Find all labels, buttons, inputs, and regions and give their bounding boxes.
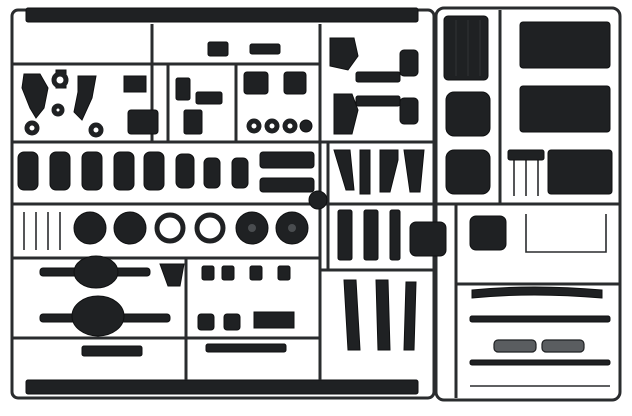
grille-panel (443, 15, 489, 81)
wheel-hubs (23, 211, 309, 250)
front-axle-parts (469, 286, 611, 387)
small-brackets-top (175, 41, 313, 135)
box-cover (519, 21, 611, 69)
tank-end-cap (445, 91, 491, 137)
air-tank-row (17, 151, 328, 210)
box-cover (547, 149, 613, 195)
top-chassis-rail (25, 7, 419, 23)
box-cover (519, 85, 611, 133)
mirror (409, 221, 447, 257)
leaf-springs (343, 279, 417, 351)
bottom-chassis-rail (25, 379, 419, 395)
tank-end-cap (445, 149, 491, 195)
axle-housings (39, 255, 185, 357)
sprue-frame (10, 6, 622, 402)
brake-chambers (197, 265, 295, 353)
panels (443, 15, 613, 195)
suspension-brackets (21, 69, 159, 138)
links (507, 149, 607, 253)
mirror (469, 215, 507, 251)
cross-members (333, 149, 507, 261)
tank-brackets (329, 37, 419, 135)
